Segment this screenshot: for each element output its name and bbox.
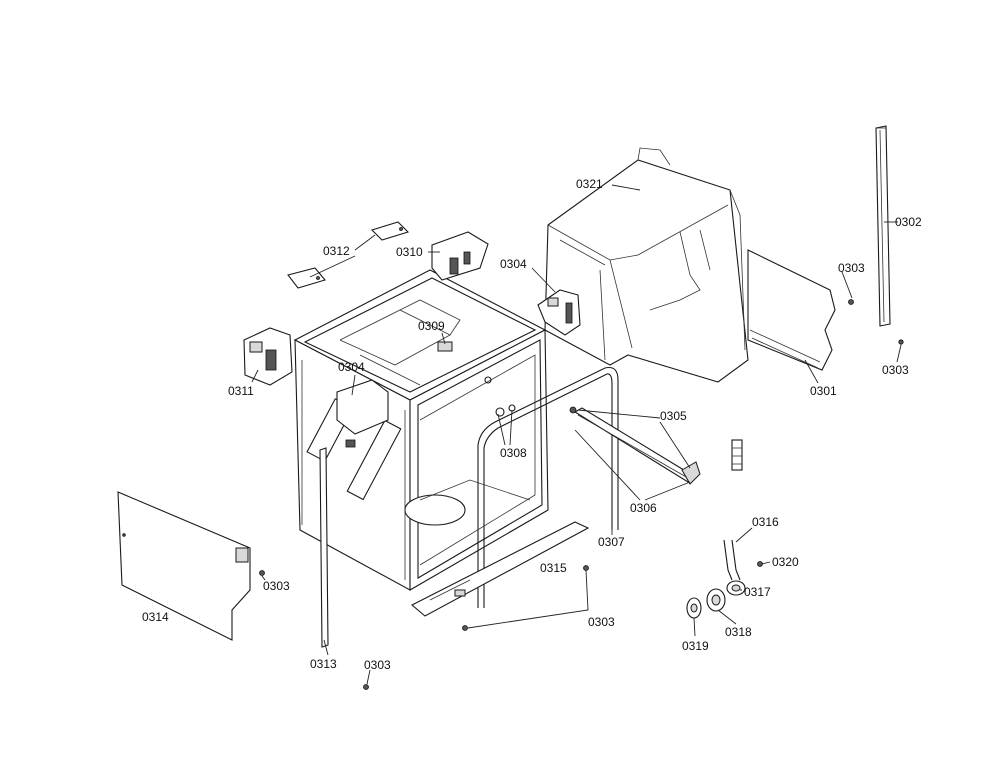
label-0307: 0307 — [598, 535, 625, 549]
label-0304-side: 0304 — [338, 360, 365, 374]
part-0315-plinth — [411, 521, 590, 617]
label-0308: 0308 — [500, 446, 527, 460]
label-0320: 0320 — [772, 555, 799, 569]
part-labels: 0321 0302 0303 0303 0301 0304 0312 0310 … — [142, 177, 922, 672]
part-0302-strip — [875, 125, 891, 327]
screw-0303-right-top — [848, 299, 854, 305]
label-0314: 0314 — [142, 610, 169, 624]
part-0313-strip — [319, 447, 329, 648]
part-0316-hose — [723, 439, 743, 581]
label-0319: 0319 — [682, 639, 709, 653]
label-0302: 0302 — [895, 215, 922, 229]
part-0304-bracket-top — [537, 289, 581, 336]
part-0304-bracket-side — [336, 379, 389, 448]
part-0309-clip — [437, 341, 453, 352]
screw-0303-right-bottom — [898, 339, 904, 345]
label-0309: 0309 — [418, 319, 445, 333]
part-0311-bracket — [243, 327, 293, 386]
part-0318-nut — [706, 588, 726, 612]
label-0318: 0318 — [725, 625, 752, 639]
part-0310-bracket — [431, 231, 489, 281]
label-0312: 0312 — [323, 244, 350, 258]
label-0303-right-top: 0303 — [838, 261, 865, 275]
label-0304-top: 0304 — [500, 257, 527, 271]
part-tub-body — [293, 269, 549, 591]
label-0313: 0313 — [310, 657, 337, 671]
label-0303-bottom-left: 0303 — [364, 658, 391, 672]
leader-lines — [251, 184, 902, 685]
label-0321: 0321 — [576, 177, 603, 191]
label-0310: 0310 — [396, 245, 423, 259]
label-0303-panel: 0303 — [263, 579, 290, 593]
label-0303-bottom-center: 0303 — [588, 615, 615, 629]
label-0317: 0317 — [744, 585, 771, 599]
part-0305-0306-roller-rail — [569, 406, 701, 485]
part-0312-clips — [287, 221, 410, 289]
part-0301-panel — [747, 249, 836, 371]
label-0311: 0311 — [228, 384, 254, 398]
part-0317-fitting — [726, 580, 746, 596]
screw-0303-panel — [259, 570, 265, 576]
label-0303-right-bottom: 0303 — [882, 363, 909, 377]
part-0321-top-cover — [544, 147, 749, 383]
screw-0303-bottom-center — [462, 565, 589, 631]
screw-0303-bottom-left — [363, 684, 369, 690]
part-0319-washer — [686, 597, 702, 619]
label-0306: 0306 — [630, 501, 657, 515]
part-0307-rail — [477, 366, 619, 608]
label-0316: 0316 — [752, 515, 779, 529]
label-0315: 0315 — [540, 561, 567, 575]
label-0301: 0301 — [810, 384, 837, 398]
part-0314-panel — [117, 491, 251, 641]
label-0305: 0305 — [660, 409, 687, 423]
screw-0320 — [757, 561, 763, 567]
